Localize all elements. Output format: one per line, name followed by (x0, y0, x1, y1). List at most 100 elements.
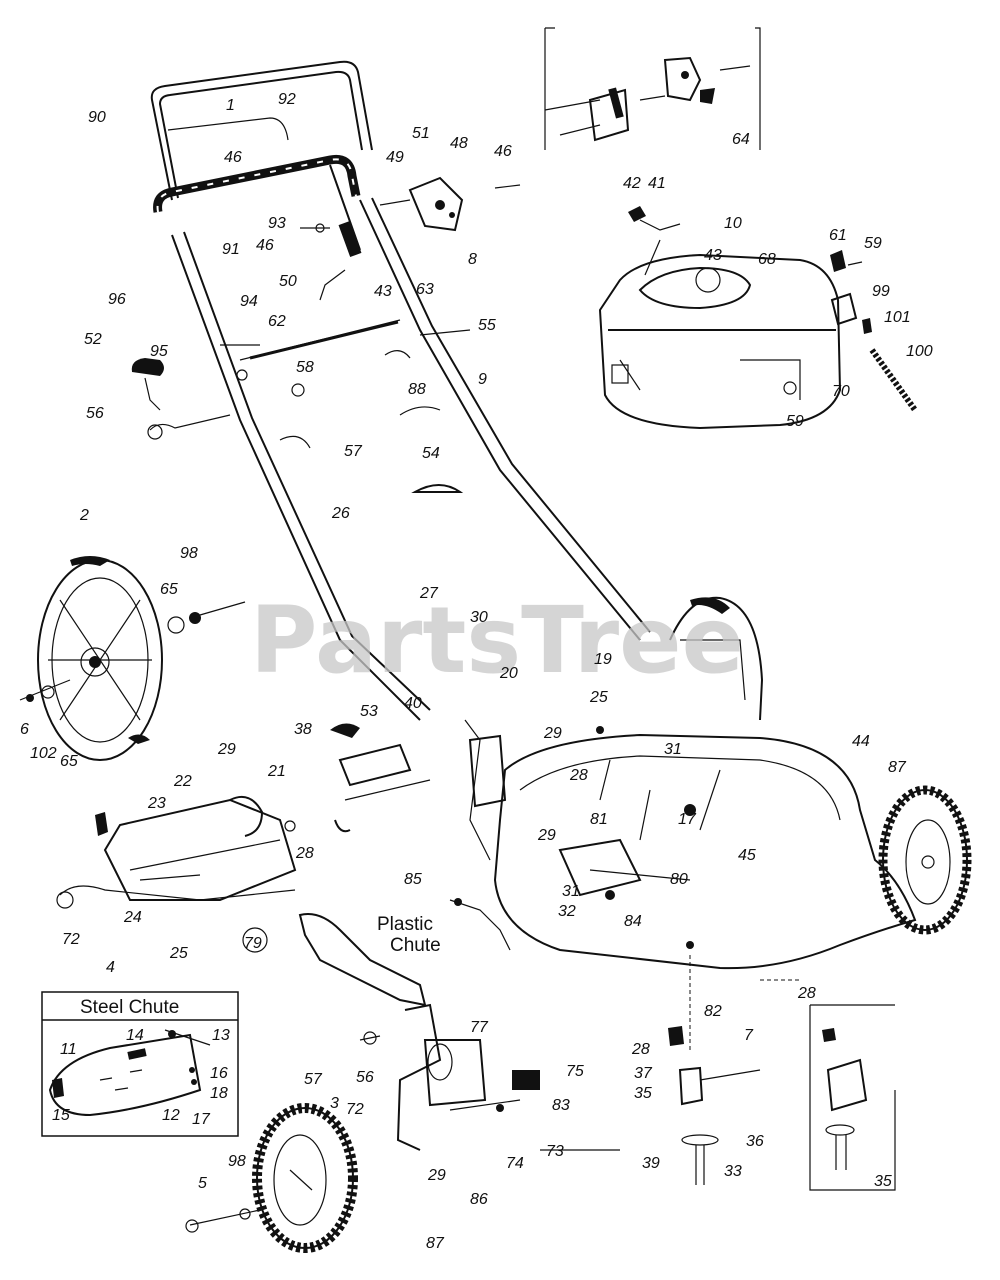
part-label: 100 (906, 343, 933, 360)
plastic-chute-label-1: Plastic (377, 914, 433, 935)
part-label: 57 (344, 443, 363, 460)
muffler-parts (830, 250, 918, 412)
part-label: 77 (470, 1019, 489, 1036)
part-label: 36 (746, 1133, 764, 1150)
part-label: 39 (642, 1155, 660, 1172)
part-label: 56 (356, 1069, 374, 1086)
part-label: 35 (874, 1173, 892, 1190)
part-label: 30 (470, 609, 488, 626)
part-label: 70 (832, 383, 850, 400)
part-label: 90 (88, 109, 106, 126)
part-label: 25 (169, 945, 188, 962)
part-label: 19 (594, 651, 612, 668)
part-label: 16 (210, 1065, 228, 1082)
part-label: 29 (543, 725, 562, 742)
inset-titles: Steel Chute Plastic Chute (80, 914, 441, 1018)
part-label: 35 (634, 1085, 652, 1102)
part-label: 11 (60, 1041, 77, 1058)
part-label: 48 (450, 135, 468, 152)
part-label: 98 (228, 1153, 246, 1170)
part-label: 49 (386, 149, 404, 166)
part-label: 61 (829, 227, 847, 244)
handle-bolts (220, 329, 471, 493)
rear-wheel-right (669, 596, 764, 721)
part-label: 18 (210, 1085, 228, 1102)
part-label: 31 (664, 741, 682, 758)
part-number-labels: 90 1 92 46 51 48 46 49 64 42 41 10 93 91… (20, 91, 933, 1252)
front-wheel-right (878, 785, 972, 935)
plastic-chute (298, 898, 511, 1007)
plastic-chute-label-2: Chute (390, 935, 441, 956)
part-label: 42 (623, 175, 641, 192)
part-label: 62 (268, 313, 286, 330)
part-label: 73 (546, 1143, 564, 1160)
part-label: 6 (20, 721, 29, 738)
part-label: 81 (590, 811, 608, 828)
part-label: 28 (797, 985, 816, 1002)
part-label: 83 (552, 1097, 570, 1114)
mower-deck (493, 726, 917, 1050)
part-label: 72 (62, 931, 80, 948)
front-wheel-left (185, 1103, 358, 1253)
part-label: 1 (226, 97, 235, 114)
part-label: 56 (86, 405, 104, 422)
part-label: 4 (106, 959, 115, 976)
part-label: 26 (331, 505, 350, 522)
part-label: 79 (244, 935, 262, 952)
part-label: 28 (569, 767, 588, 784)
part-label: 22 (173, 773, 192, 790)
part-label: 29 (537, 827, 556, 844)
part-label: 75 (566, 1063, 584, 1080)
part-label: 101 (884, 309, 911, 326)
part-label: 85 (404, 871, 422, 888)
part-label: 50 (279, 273, 297, 290)
part-label: 5 (198, 1175, 207, 1192)
lower-handle (171, 197, 651, 721)
wheel-adapter-65 (167, 601, 246, 634)
inset-64-box (544, 27, 761, 150)
part-label: 24 (123, 909, 142, 926)
part-label: 32 (558, 903, 576, 920)
part-label: 80 (670, 871, 688, 888)
part-label: 10 (724, 215, 742, 232)
upper-handle (150, 60, 373, 213)
part-label: 86 (470, 1191, 488, 1208)
part-label: 93 (268, 215, 286, 232)
part-label: 21 (267, 763, 286, 780)
part-label: 96 (108, 291, 126, 308)
part-label: 37 (634, 1065, 653, 1082)
part-label: 55 (478, 317, 496, 334)
part-label: 53 (360, 703, 378, 720)
part-label: 28 (295, 845, 314, 862)
part-label: 52 (84, 331, 102, 348)
part-label: 65 (160, 581, 178, 598)
part-label: 2 (79, 507, 89, 524)
part-label: 99 (872, 283, 890, 300)
part-label: 29 (217, 741, 236, 758)
part-label: 58 (296, 359, 314, 376)
part-label: 59 (864, 235, 882, 252)
part-label: 13 (212, 1027, 230, 1044)
part-label: 43 (704, 247, 722, 264)
part-label: 14 (126, 1027, 144, 1044)
part-label: 12 (162, 1107, 180, 1124)
part-label: 46 (494, 143, 512, 160)
part-label: 27 (419, 585, 439, 602)
part-label: 94 (240, 293, 258, 310)
part-label: 17 (678, 811, 697, 828)
part-label: 74 (506, 1155, 524, 1172)
part-label: 68 (758, 251, 776, 268)
part-label: 40 (404, 695, 422, 712)
part-label: 3 (330, 1095, 339, 1112)
part-label: 92 (278, 91, 296, 108)
part-label: 20 (499, 665, 518, 682)
part-label: 98 (180, 545, 198, 562)
part-label: 7 (744, 1027, 754, 1044)
part-label: 102 (30, 745, 57, 762)
part-label: 9 (478, 371, 487, 388)
part-label: 91 (222, 241, 240, 258)
part-label: 59 (786, 413, 804, 430)
steel-chute-inset (41, 991, 239, 1137)
control-bracket (379, 176, 521, 232)
